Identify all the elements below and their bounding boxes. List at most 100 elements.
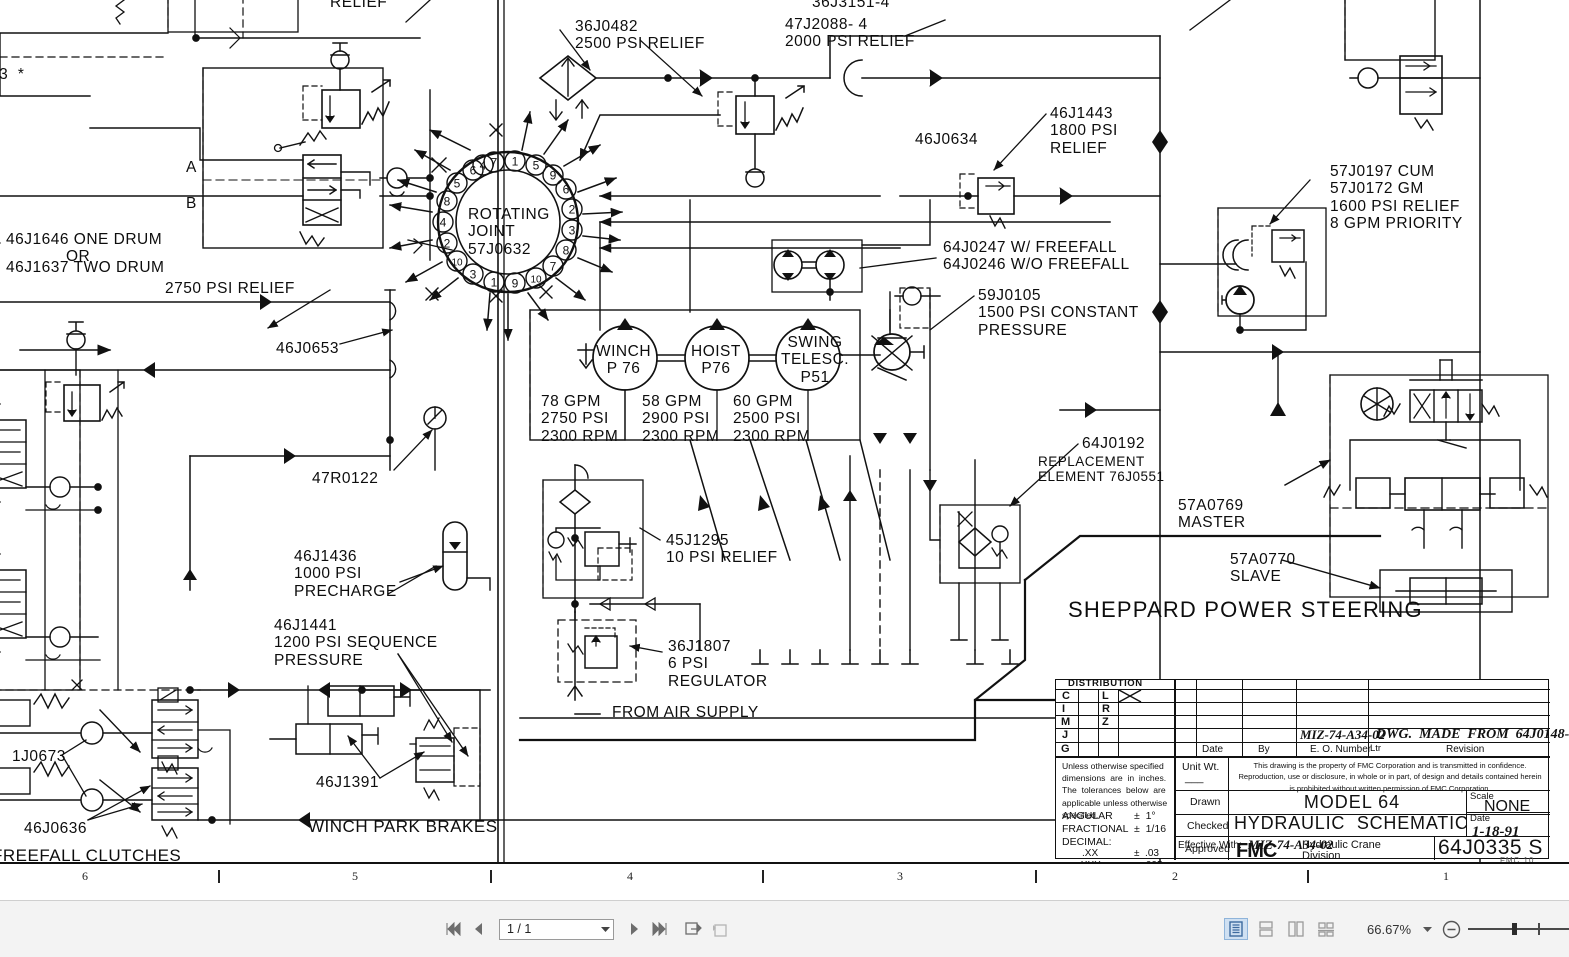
label-tag-64J0192: 64J0192 <box>1082 435 1145 452</box>
label-tag-47J2088-4: 47J2088- 4 2000 PSI RELIEF <box>785 16 915 51</box>
chevron-down-icon[interactable] <box>601 926 610 933</box>
division-line1: Hydraulic Crane <box>1302 839 1381 851</box>
dist-row-1-right: R <box>1102 703 1110 715</box>
zoom-dropdown-chevron-icon[interactable] <box>1423 926 1433 933</box>
svg-text:8: 8 <box>563 244 570 258</box>
dist-row-3-left: J <box>1062 729 1069 741</box>
label-relief-top-left: RELIEF <box>330 0 388 11</box>
tolerance-note: Unless otherwise specified dimensions ar… <box>1062 761 1168 820</box>
next-page-icon[interactable] <box>621 916 647 942</box>
label-tag-57J0197-cum: 57J0197 CUM 57J0172 GM 1600 PSI RELIEF 8… <box>1330 163 1463 233</box>
svg-text:4: 4 <box>480 159 487 173</box>
svg-text:6: 6 <box>470 164 477 178</box>
drawing-number: 64J0335 S <box>1438 836 1543 859</box>
first-page-icon[interactable] <box>440 916 466 942</box>
rev-eo-value: MIZ-74-A34-02 <box>1300 727 1386 742</box>
last-page-icon[interactable] <box>647 916 673 942</box>
tol-0-value: ± 1° <box>1134 810 1156 822</box>
label-tag-57A0770-slave: 57A0770 SLAVE <box>1230 551 1296 586</box>
label-pump-hoist: HOIST P76 <box>691 343 741 378</box>
fmc-logo: FMC <box>1236 840 1277 862</box>
label-tag-46J0636: 46J0636 <box>24 820 87 837</box>
zoom-slider[interactable] <box>1468 923 1569 935</box>
next-view-icon[interactable] <box>707 916 733 942</box>
label-tag-winch-park-brakes: WINCH PARK BRAKES <box>308 817 498 836</box>
svg-text:7: 7 <box>550 260 557 274</box>
scale-label: Scale <box>1470 791 1494 802</box>
rev-revision-value: DWG. MADE FROM 64J0148-D <box>1376 727 1569 742</box>
rev-header-date: Date <box>1202 744 1224 755</box>
tol-1-label: FRACTIONAL <box>1062 823 1129 835</box>
dist-row-1-left: I <box>1062 703 1066 715</box>
svg-text:5: 5 <box>533 159 540 173</box>
tol-3-value: ± .03 <box>1134 848 1159 859</box>
rev-header-eo: E. O. Number <box>1310 744 1372 755</box>
label-tag-46J1646-one-drum: 46J1646 ONE DRUM <box>6 231 163 248</box>
approved-label: Approved <box>1185 843 1230 855</box>
ruler-number: 2 <box>1172 869 1178 883</box>
ruler-tick <box>218 870 220 883</box>
zoom-slider-thumb[interactable] <box>1512 923 1518 935</box>
ruler-number: 4 <box>627 869 633 883</box>
svg-text:10: 10 <box>530 275 542 286</box>
rev-header-revision: Revision <box>1446 744 1485 755</box>
tol-0-label: ANGULAR <box>1062 810 1113 822</box>
page-number-input[interactable]: 1 / 1 <box>499 918 614 940</box>
ruler-tick <box>762 870 764 883</box>
svg-text:9: 9 <box>550 169 557 183</box>
unit-wt-label: Unit Wt. <box>1182 761 1220 773</box>
sheet-footer-code: FMC 10 <box>1500 856 1535 865</box>
svg-text:6: 6 <box>563 183 570 197</box>
label-tag-freefall-clutches: FREEFALL CLUTCHES <box>0 846 182 865</box>
distribution-x-mark <box>1118 689 1142 703</box>
zoom-out-icon[interactable] <box>1438 916 1464 942</box>
effective-with-value: MIZ-74-A34-02 <box>1248 837 1334 852</box>
label-tag-36J1807: 36J1807 6 PSI REGULATOR <box>668 638 768 690</box>
svg-text:2: 2 <box>444 237 451 251</box>
proprietary-note: This drawing is the property of FMC Corp… <box>1238 761 1542 793</box>
label-tag-sheppard-power-steering: SHEPPARD POWER STEERING <box>1068 597 1423 622</box>
label-tag-1J0673: 1J0673 <box>12 748 66 765</box>
label-tag-46J1443: 46J1443 1800 PSI RELIEF <box>1050 105 1118 157</box>
label-tag-46J0653: 46J0653 <box>276 340 339 357</box>
label-spec-hoist: 58 GPM 2900 PSI 2300 RPM <box>642 393 720 445</box>
label-tag-46J1637-two-drum: 46J1637 TWO DRUM <box>6 259 165 276</box>
svg-text:2: 2 <box>569 203 576 217</box>
continuous-scroll-view-icon[interactable] <box>1254 918 1278 940</box>
previous-page-icon[interactable] <box>466 916 492 942</box>
label-tag-47R0122: 47R0122 <box>312 470 379 487</box>
label-tag-46J1441: 46J1441 1200 PSI SEQUENCE PRESSURE <box>274 617 438 669</box>
effective-with-label: Effective With: <box>1178 840 1242 851</box>
label-tag-from-air-supply: FROM AIR SUPPLY <box>612 704 759 721</box>
date-label: Date <box>1470 813 1491 824</box>
two-page-view-icon[interactable] <box>1284 918 1308 940</box>
drawing-title-line1: MODEL 64 <box>1303 792 1401 812</box>
single-page-view-icon[interactable] <box>1224 918 1248 940</box>
svg-text:3: 3 <box>470 268 477 282</box>
ruler-number: 1 <box>1443 869 1449 883</box>
dist-row-4-left: G <box>1061 743 1070 755</box>
label-spec-winch: 78 GPM 2750 PSI 2300 RPM <box>541 393 619 445</box>
svg-text:8: 8 <box>444 195 451 209</box>
svg-text:10: 10 <box>451 258 463 269</box>
two-page-continuous-view-icon[interactable] <box>1314 918 1338 940</box>
previous-view-icon[interactable] <box>681 916 707 942</box>
svg-text:9: 9 <box>512 277 519 291</box>
distribution-header: DISTRIBUTION <box>1068 678 1143 689</box>
division-line2: Division <box>1302 850 1341 862</box>
label-tag-64J0247-freefall: 64J0247 W/ FREEFALL 64J0246 W/O FREEFALL <box>943 239 1130 274</box>
zoom-level-value: 66.67% <box>1367 921 1412 937</box>
ruler-number: 6 <box>82 869 88 883</box>
drawn-label: Drawn <box>1190 796 1221 808</box>
svg-text:3: 3 <box>569 224 576 238</box>
dist-row-2-right: Z <box>1102 716 1109 728</box>
dist-row-0-left: C <box>1062 690 1070 702</box>
label-port-A: A <box>186 159 197 176</box>
label-tag-46J1391: 46J1391 <box>316 774 379 791</box>
label-tag-replacement-element: REPLACEMENT ELEMENT 76J0551 <box>1038 454 1165 485</box>
label-tag-46J0634: 46J0634 <box>915 131 978 148</box>
svg-text:1: 1 <box>491 276 498 290</box>
